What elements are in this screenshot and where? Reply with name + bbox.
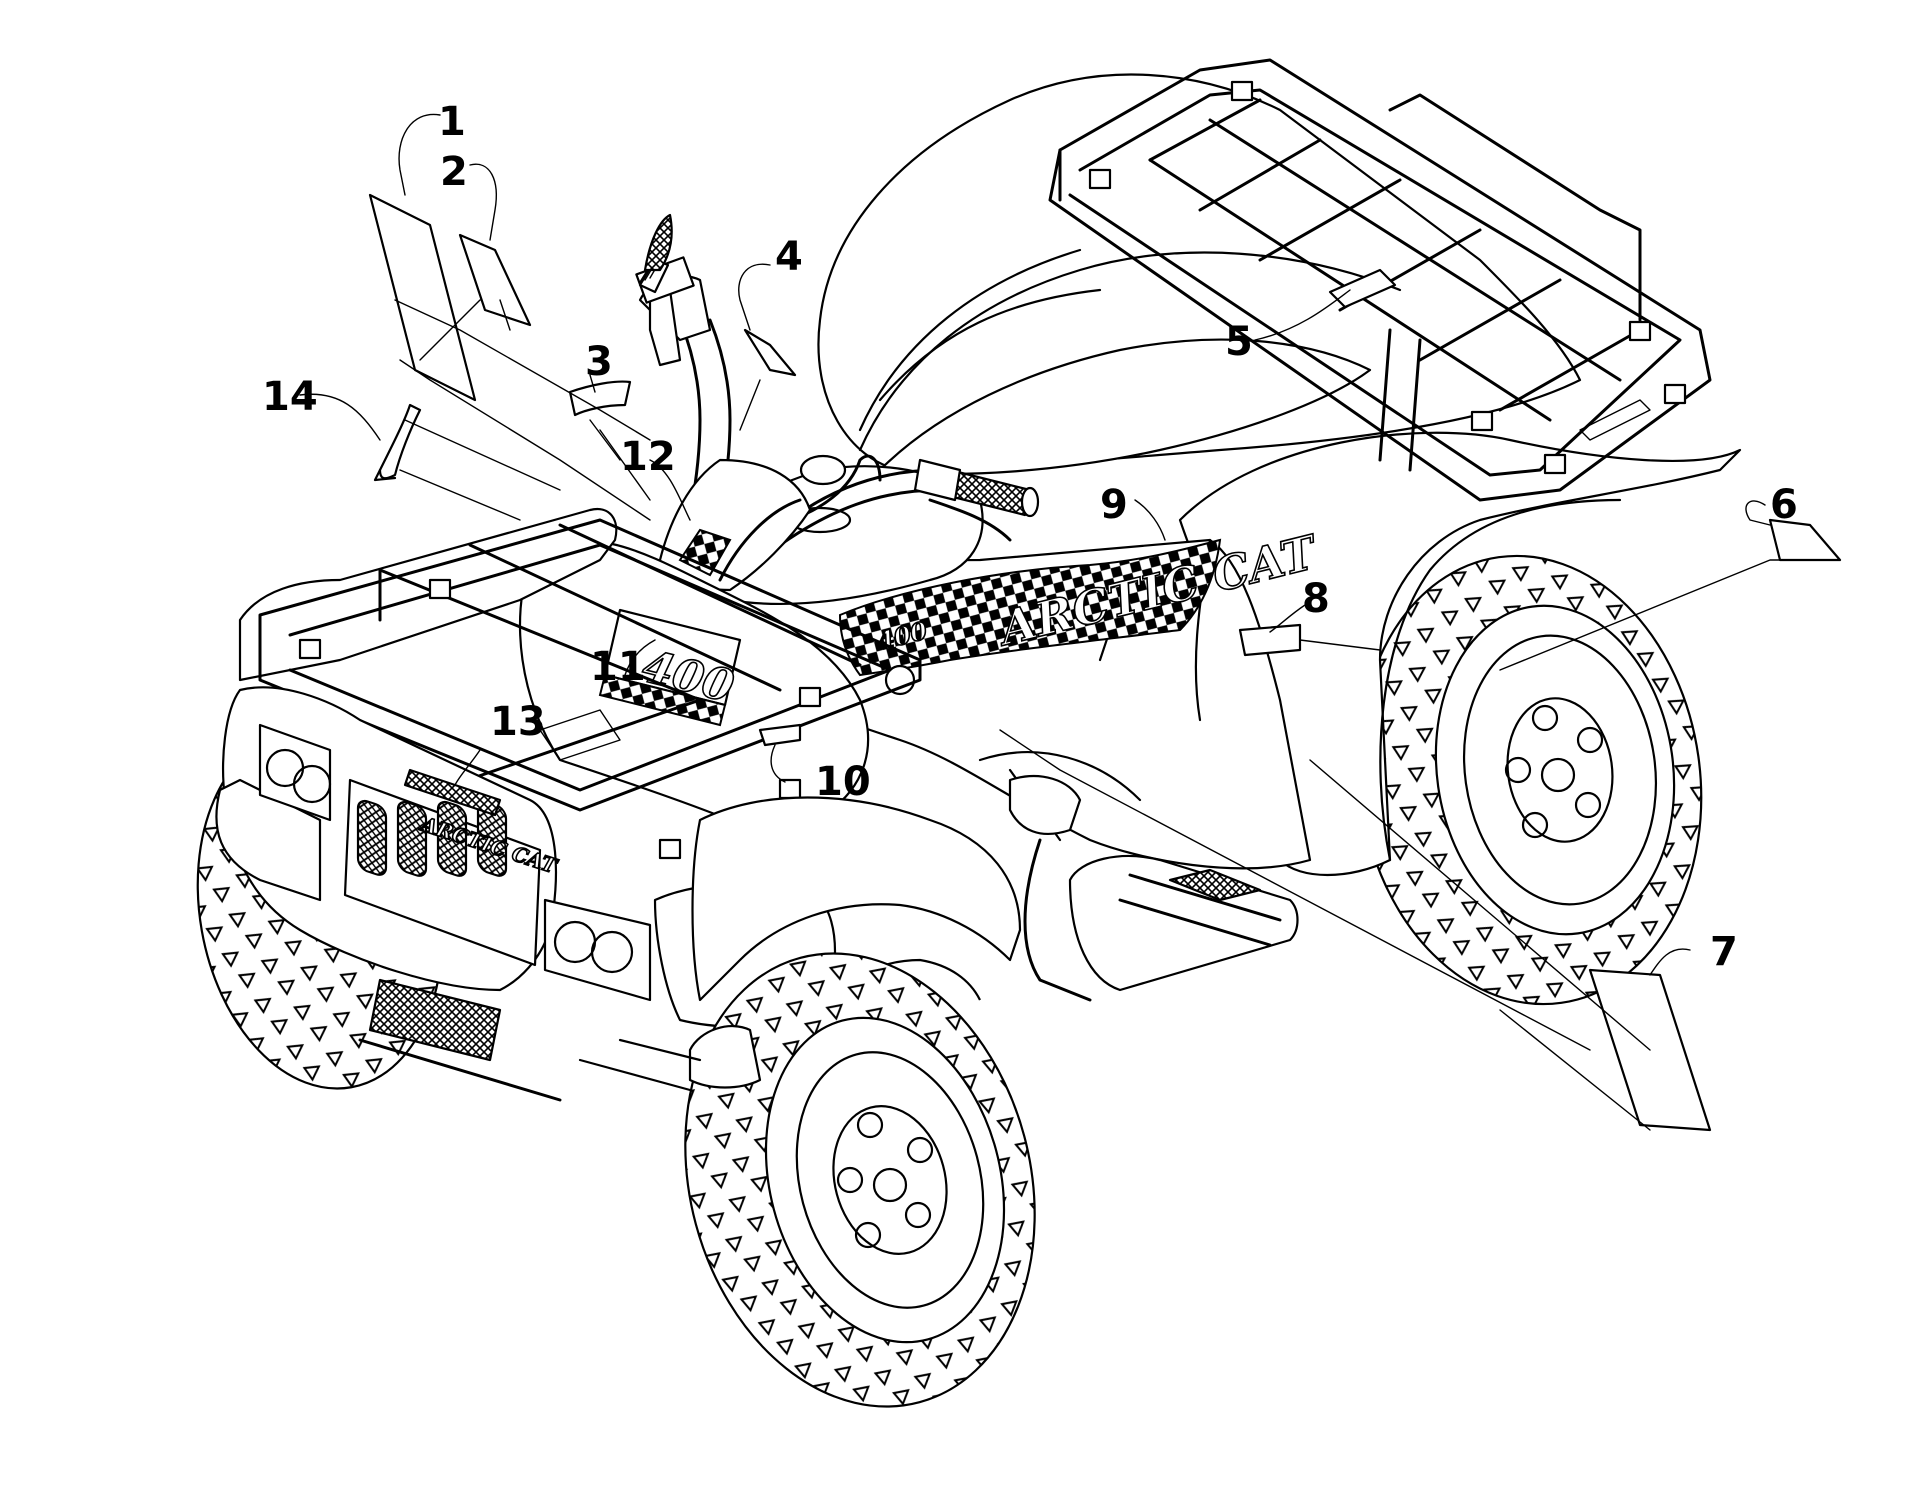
- left-headlight: [258, 723, 332, 822]
- decal-5: [1328, 268, 1397, 309]
- decal-3-outline: [568, 380, 632, 417]
- rear-right-wheel: [1357, 554, 1703, 1006]
- callout-4: 4: [775, 234, 803, 280]
- decal-13: [403, 768, 502, 817]
- decal-6-outline: [1768, 518, 1842, 562]
- rear-rack: [1048, 58, 1712, 502]
- headlight-pod: [658, 458, 812, 592]
- decal-14-outline: [373, 403, 422, 482]
- callout-9: 9: [1100, 482, 1128, 528]
- callout-10: 10: [815, 759, 871, 805]
- callout-11: 11: [590, 644, 646, 690]
- right-headlight: [543, 898, 652, 1002]
- right-grip: [913, 458, 1040, 518]
- callout-3: 3: [585, 339, 613, 385]
- callout-5: 5: [1225, 319, 1253, 365]
- decal-4-outline: [743, 328, 797, 377]
- callout-13: 13: [490, 699, 546, 745]
- left-grip: [638, 213, 673, 294]
- callout-2: 2: [440, 149, 468, 195]
- callout-12: 12: [620, 434, 676, 480]
- leader-lines: [394, 299, 1801, 1131]
- decal-8-outline: [1238, 623, 1302, 657]
- decal-10-outline: [758, 723, 802, 747]
- handlebars: [635, 213, 1040, 562]
- seat: [858, 248, 1372, 475]
- frame-underside: [578, 751, 1142, 1092]
- callout-6: 6: [1770, 482, 1798, 528]
- callout-8: 8: [1302, 576, 1330, 622]
- callout-14: 14: [262, 374, 318, 420]
- callout-numbers: 1 2 3 4 5 6 7 8 9 10 11 12 13 14: [262, 99, 1798, 975]
- callout-7: 7: [1710, 929, 1738, 975]
- front-right-wheel: [684, 952, 1036, 1408]
- callout-1: 1: [438, 99, 466, 145]
- footrest: [1023, 838, 1299, 1002]
- front-rack: [238, 507, 922, 874]
- decal-1-outline: [368, 193, 477, 402]
- decal-2-outline: [458, 233, 532, 327]
- callout-leaders: [299, 113, 1771, 976]
